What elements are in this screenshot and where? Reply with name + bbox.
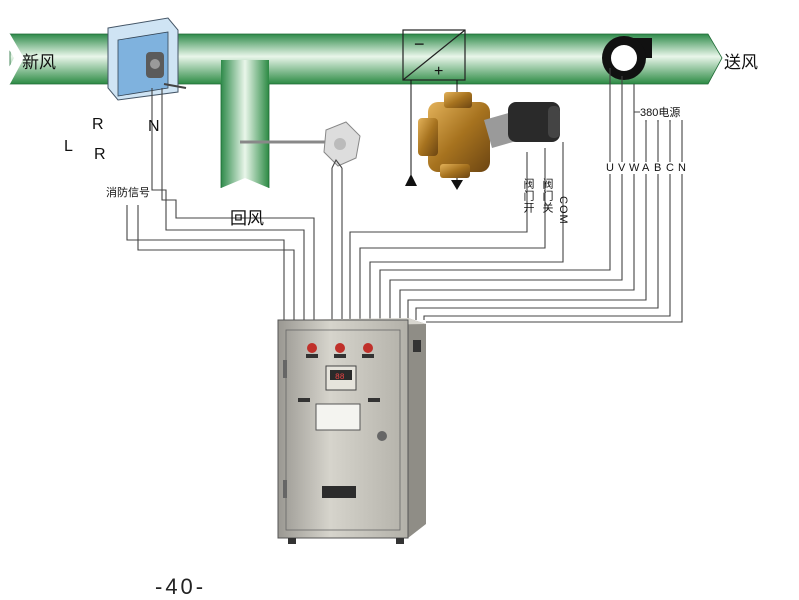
power-terminal-a: A [642, 162, 650, 174]
left-duct-arrow [0, 34, 24, 84]
return-air-label: 回风 [230, 209, 264, 228]
power-terminal-u: U [606, 162, 614, 174]
power-terminal-w: W [629, 162, 640, 174]
valve-minus-sign: − [414, 34, 425, 54]
cabinet-display-readout: 88 [335, 373, 345, 382]
power-terminal-c: C [666, 162, 674, 174]
terminal-label-n: N [148, 118, 160, 135]
control-wiring [126, 68, 683, 323]
power-terminal-b: B [654, 162, 662, 174]
valve-close-label: 阀门关 [541, 178, 553, 214]
supply-air-label: 送风 [724, 53, 758, 72]
supply-fan [602, 36, 652, 80]
return-air-branch-duct [220, 60, 270, 194]
valve-actuator-symbol [402, 29, 466, 81]
valve-open-label: 阀门开 [522, 178, 534, 214]
page-number: -40- [155, 574, 207, 599]
power-380-label: 380电源 [640, 104, 681, 120]
control-cabinet [277, 318, 426, 544]
power-terminal-v: V [618, 162, 626, 174]
terminal-label-r1: R [92, 116, 104, 133]
valve-plus-sign: + [434, 63, 443, 80]
valve-com-label: COM [557, 196, 569, 225]
terminal-label-l: L [64, 138, 73, 155]
motorized-brass-valve [418, 92, 560, 178]
damper-actuator [107, 17, 187, 101]
fire-signal-label: 消防信号 [106, 187, 150, 199]
power-terminal-n: N [678, 162, 686, 174]
fresh-air-label: 新风 [22, 53, 56, 72]
duct-temperature-sensor [240, 121, 361, 167]
terminal-label-r2: R [94, 146, 106, 163]
